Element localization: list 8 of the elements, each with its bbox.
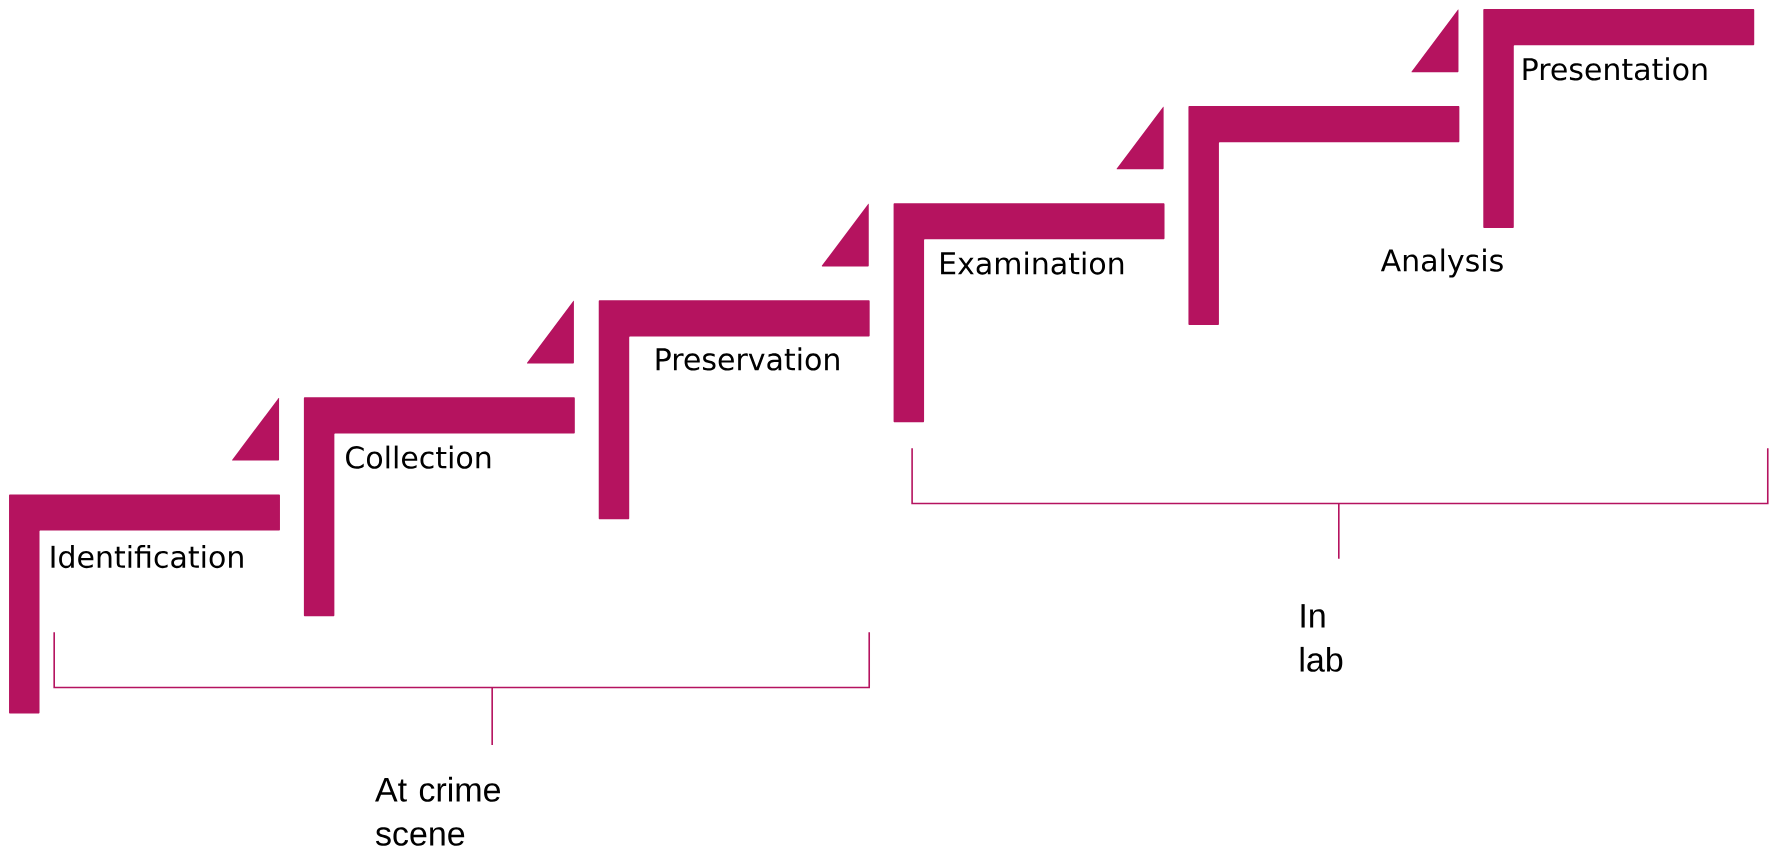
stair-step: Preservation [598, 300, 870, 520]
stair-step: Presentation [1483, 8, 1755, 228]
bracket-label: At crime scene [375, 776, 500, 846]
node-label: Analysis [1380, 248, 1503, 278]
stair-step: Examination [893, 203, 1165, 423]
stair-step: Identification [9, 494, 280, 714]
bracket-label: In lab [1300, 604, 1343, 672]
stair-step: Collection [303, 397, 575, 617]
